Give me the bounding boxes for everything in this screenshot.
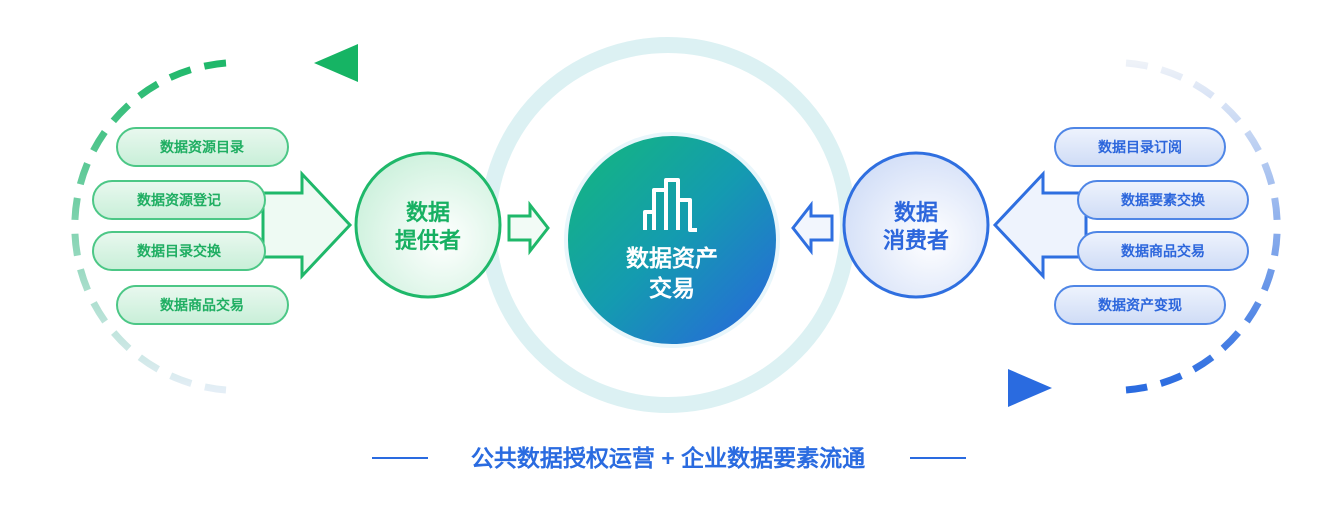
consumer-label-line2: 消费者 [883, 228, 949, 253]
provider-items: 数据资源目录 数据资源登记 数据目录交换 数据商品交易 [92, 127, 289, 325]
core-label-line1: 数据资产 [626, 245, 718, 271]
provider-input-arrow [261, 170, 353, 280]
consumer-item-pill [1077, 231, 1249, 271]
provider-item-pill [116, 127, 289, 167]
consumer-item-pill [1054, 127, 1226, 167]
consumer-item-pill [1054, 285, 1226, 325]
consumer-label-line1: 数据 [894, 200, 938, 225]
provider-item-label: 数据资源目录 [160, 139, 244, 155]
arrow-right-icon [1008, 369, 1052, 407]
arrow-left-icon [314, 44, 358, 82]
flow-track [71, 59, 1281, 394]
consumer-items: 数据目录订阅 数据要素交换 数据商品交易 数据资产变现 [1054, 127, 1249, 325]
consumer-input-arrow [992, 170, 1088, 280]
provider-label-line1: 数据 [406, 200, 450, 225]
provider-label-line2: 提供者 [395, 228, 461, 253]
consumer-item-label: 数据目录订阅 [1098, 139, 1182, 155]
provider-output-arrow [507, 200, 550, 256]
consumer-item-label: 数据要素交换 [1121, 192, 1206, 208]
provider-item-pill [116, 285, 289, 325]
consumer-item-label: 数据资产变现 [1098, 297, 1182, 313]
consumer-item-label: 数据商品交易 [1121, 243, 1205, 259]
consumer-output-arrow [791, 200, 834, 256]
core-circle [564, 132, 780, 348]
consumer-circle [842, 151, 990, 299]
caption: 公共数据授权运营 + 企业数据要素流通 [471, 445, 865, 471]
provider-circle [354, 151, 502, 299]
provider-item-label: 数据商品交易 [160, 297, 244, 313]
provider-item-label: 数据资源登记 [137, 192, 221, 208]
building-chart-icon [643, 178, 697, 232]
provider-item-pill [92, 180, 266, 220]
provider-item-label: 数据目录交换 [137, 243, 222, 259]
consumer-item-pill [1077, 180, 1249, 220]
core-label-line2: 交易 [649, 275, 695, 301]
provider-item-pill [92, 231, 266, 271]
